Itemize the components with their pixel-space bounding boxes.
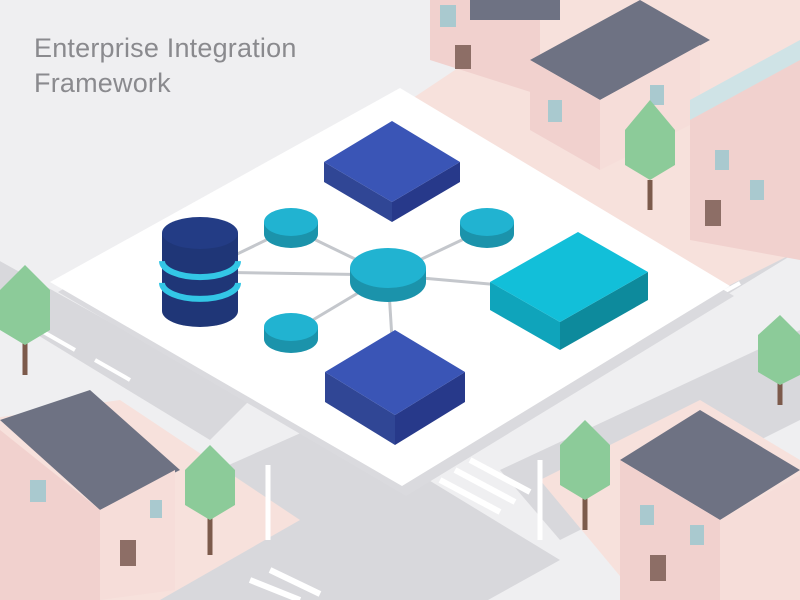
satellite-node-bottom-left — [264, 313, 318, 353]
service-block-right-front-face — [560, 272, 648, 350]
crosswalk-stripe — [468, 457, 532, 495]
road-south — [150, 420, 560, 600]
database-icon-top — [162, 217, 238, 249]
service-block-right-top-face — [490, 232, 648, 322]
integration-diagram — [159, 121, 648, 445]
page-title-line-1: Enterprise Integration — [34, 33, 297, 63]
tree — [0, 265, 50, 375]
service-block-top-front-face — [392, 162, 460, 222]
house-bottom-left — [0, 390, 180, 600]
database-icon-band — [159, 260, 241, 281]
service-block-right-left-face — [490, 282, 560, 350]
satellite-node-top-left-top — [264, 208, 318, 236]
page-title: Enterprise Integration Framework — [34, 31, 297, 101]
service-block-top — [324, 121, 460, 222]
database-icon — [159, 217, 241, 327]
service-block-bottom-left-face — [325, 372, 395, 445]
crosswalk-stripe — [248, 577, 302, 600]
service-block-bottom-front-face — [395, 372, 465, 445]
tree — [758, 315, 800, 405]
road-west — [0, 261, 250, 440]
satellite-node-bottom-left-top — [264, 313, 318, 341]
road-marking — [94, 358, 131, 382]
tree — [560, 420, 610, 530]
tree — [185, 445, 235, 555]
hub-node-top — [350, 248, 426, 288]
tree — [625, 100, 675, 210]
crosswalk-stripe — [268, 567, 322, 597]
crosswalk-stripe — [438, 477, 502, 515]
crosswalk-stripe — [453, 467, 517, 505]
road-marking — [39, 328, 76, 352]
trees-layer — [0, 100, 800, 555]
service-block-bottom-top-face — [325, 330, 465, 415]
service-block-bottom — [325, 330, 465, 445]
satellite-node-top-right-top — [460, 208, 514, 236]
satellite-node-top-left — [264, 208, 318, 248]
database-icon-band — [159, 282, 241, 302]
service-block-top-top-face — [324, 121, 460, 202]
house-top-left — [430, 0, 560, 95]
satellite-node-top-right — [460, 208, 514, 248]
house-bottom-right — [620, 410, 800, 600]
house-right — [690, 40, 800, 260]
hub-node — [350, 248, 426, 302]
page-title-line-2: Framework — [34, 68, 171, 98]
service-block-right — [490, 232, 648, 350]
service-block-top-left-face — [324, 162, 392, 222]
